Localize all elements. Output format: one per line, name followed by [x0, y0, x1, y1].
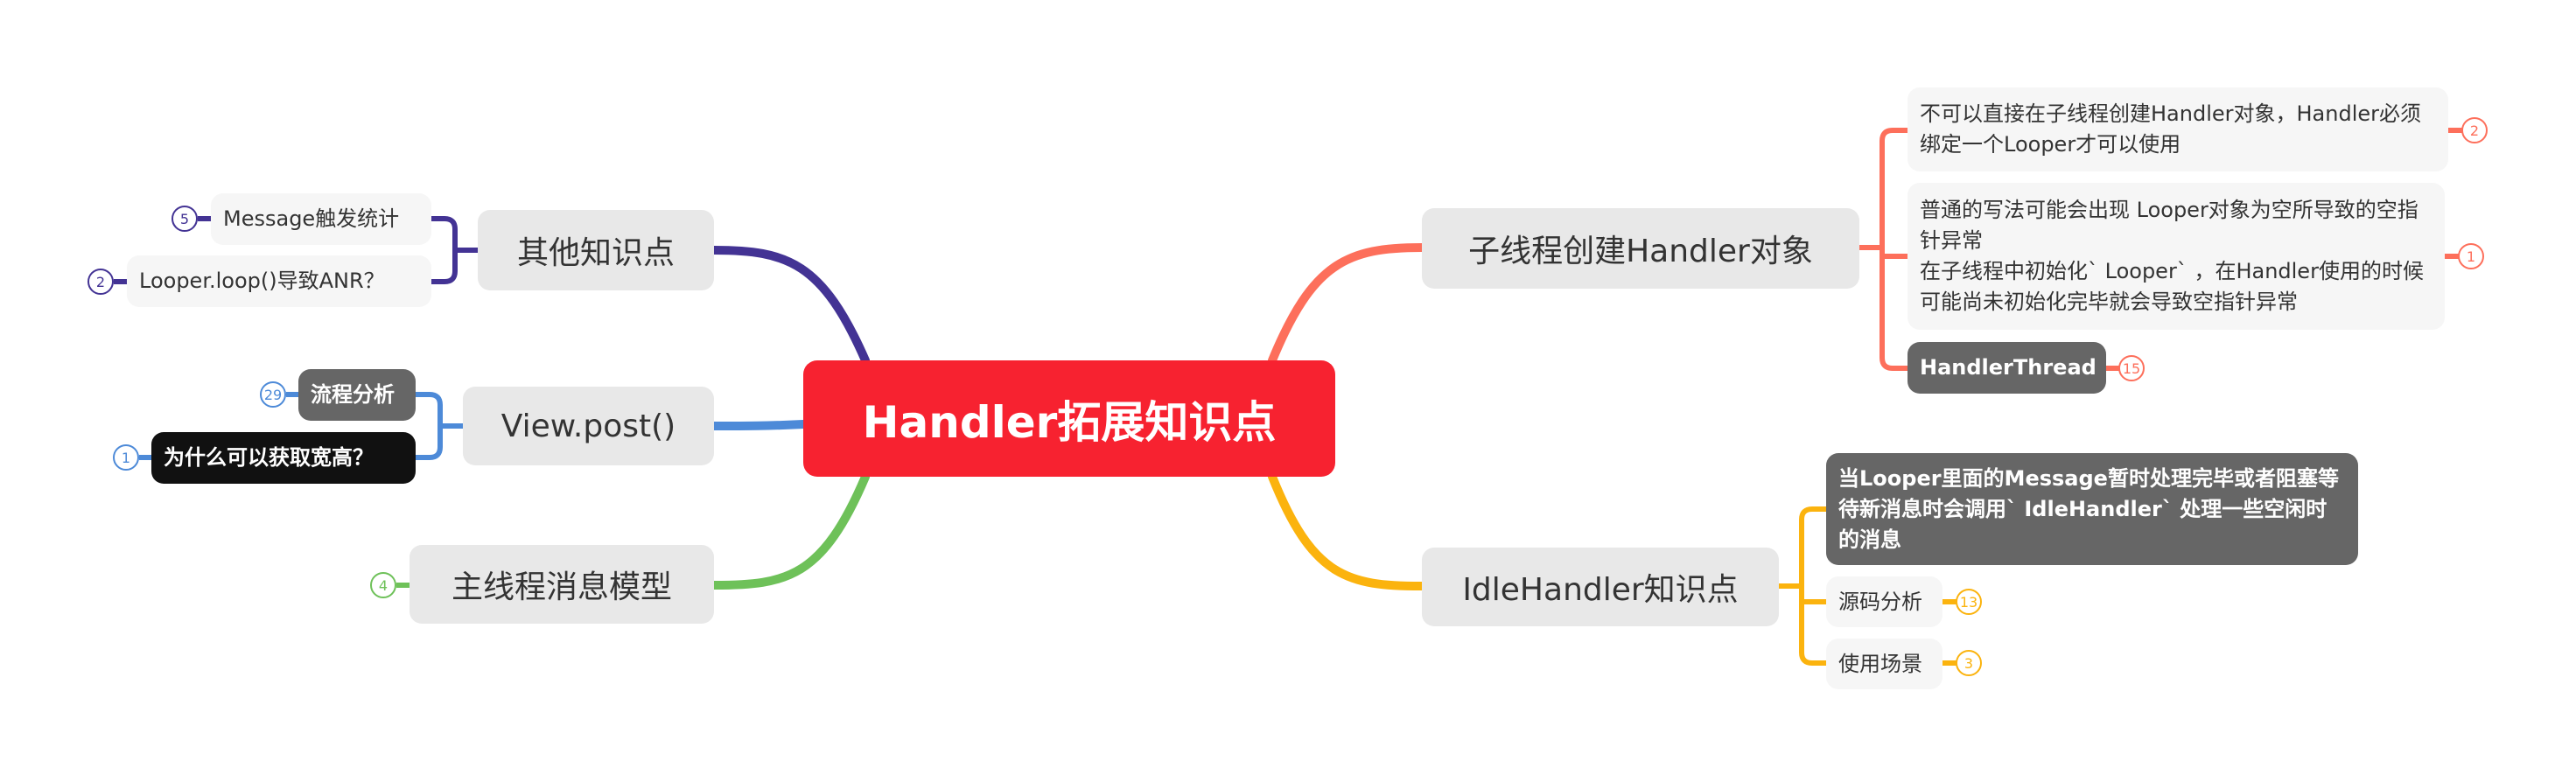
topic-view-post[interactable]: View.post(): [463, 387, 714, 465]
count-badge[interactable]: 4: [370, 572, 396, 598]
topic-other[interactable]: 其他知识点: [478, 210, 714, 290]
link-main-thread: [710, 472, 870, 590]
link-view-post: [710, 420, 808, 430]
subtopic-source-analysis[interactable]: 源码分析: [1826, 576, 1942, 627]
subtopic-flow-analysis[interactable]: 流程分析: [298, 369, 416, 421]
subtopic-message-stats[interactable]: Message触发统计: [211, 193, 431, 245]
count-badge[interactable]: 15: [2118, 355, 2145, 381]
count-badge[interactable]: 3: [1956, 650, 1982, 676]
count-badge[interactable]: 1: [113, 444, 139, 471]
subtopic-get-size[interactable]: 为什么可以获取宽高？: [151, 432, 416, 484]
subtopic-looper-anr[interactable]: Looper.loop()导致ANR？: [127, 255, 431, 307]
subtopic-cannot-create-directly[interactable]: 不可以直接在子线程创建Handler对象，Handler必须绑定一个Looper…: [1908, 87, 2448, 171]
count-badge[interactable]: 5: [172, 206, 198, 232]
count-badge[interactable]: 13: [1956, 589, 1982, 615]
count-badge[interactable]: 29: [260, 381, 286, 408]
subtopic-handlerthread[interactable]: HandlerThread: [1908, 342, 2106, 394]
count-badge[interactable]: 2: [88, 269, 114, 295]
central-topic[interactable]: Handler拓展知识点: [803, 360, 1335, 477]
topic-main-thread-model[interactable]: 主线程消息模型: [410, 545, 714, 624]
topic-sub-thread-handler[interactable]: 子线程创建Handler对象: [1422, 208, 1859, 289]
topic-idlehandler[interactable]: IdleHandler知识点: [1422, 548, 1779, 626]
subtopic-null-pointer[interactable]: 普通的写法可能会出现 Looper对象为空所导致的空指针异常 在子线程中初始化`…: [1908, 183, 2445, 330]
count-badge[interactable]: 2: [2461, 117, 2488, 143]
link-idle: [1268, 472, 1426, 590]
subtopic-use-cases[interactable]: 使用场景: [1826, 639, 1942, 689]
link-other: [710, 246, 870, 365]
count-badge[interactable]: 1: [2458, 243, 2484, 269]
link-sub-thread: [1268, 243, 1426, 365]
subtopic-idle-description[interactable]: 当Looper里面的Message暂时处理完毕或者阻塞等待新消息时会调用` Id…: [1826, 453, 2358, 565]
